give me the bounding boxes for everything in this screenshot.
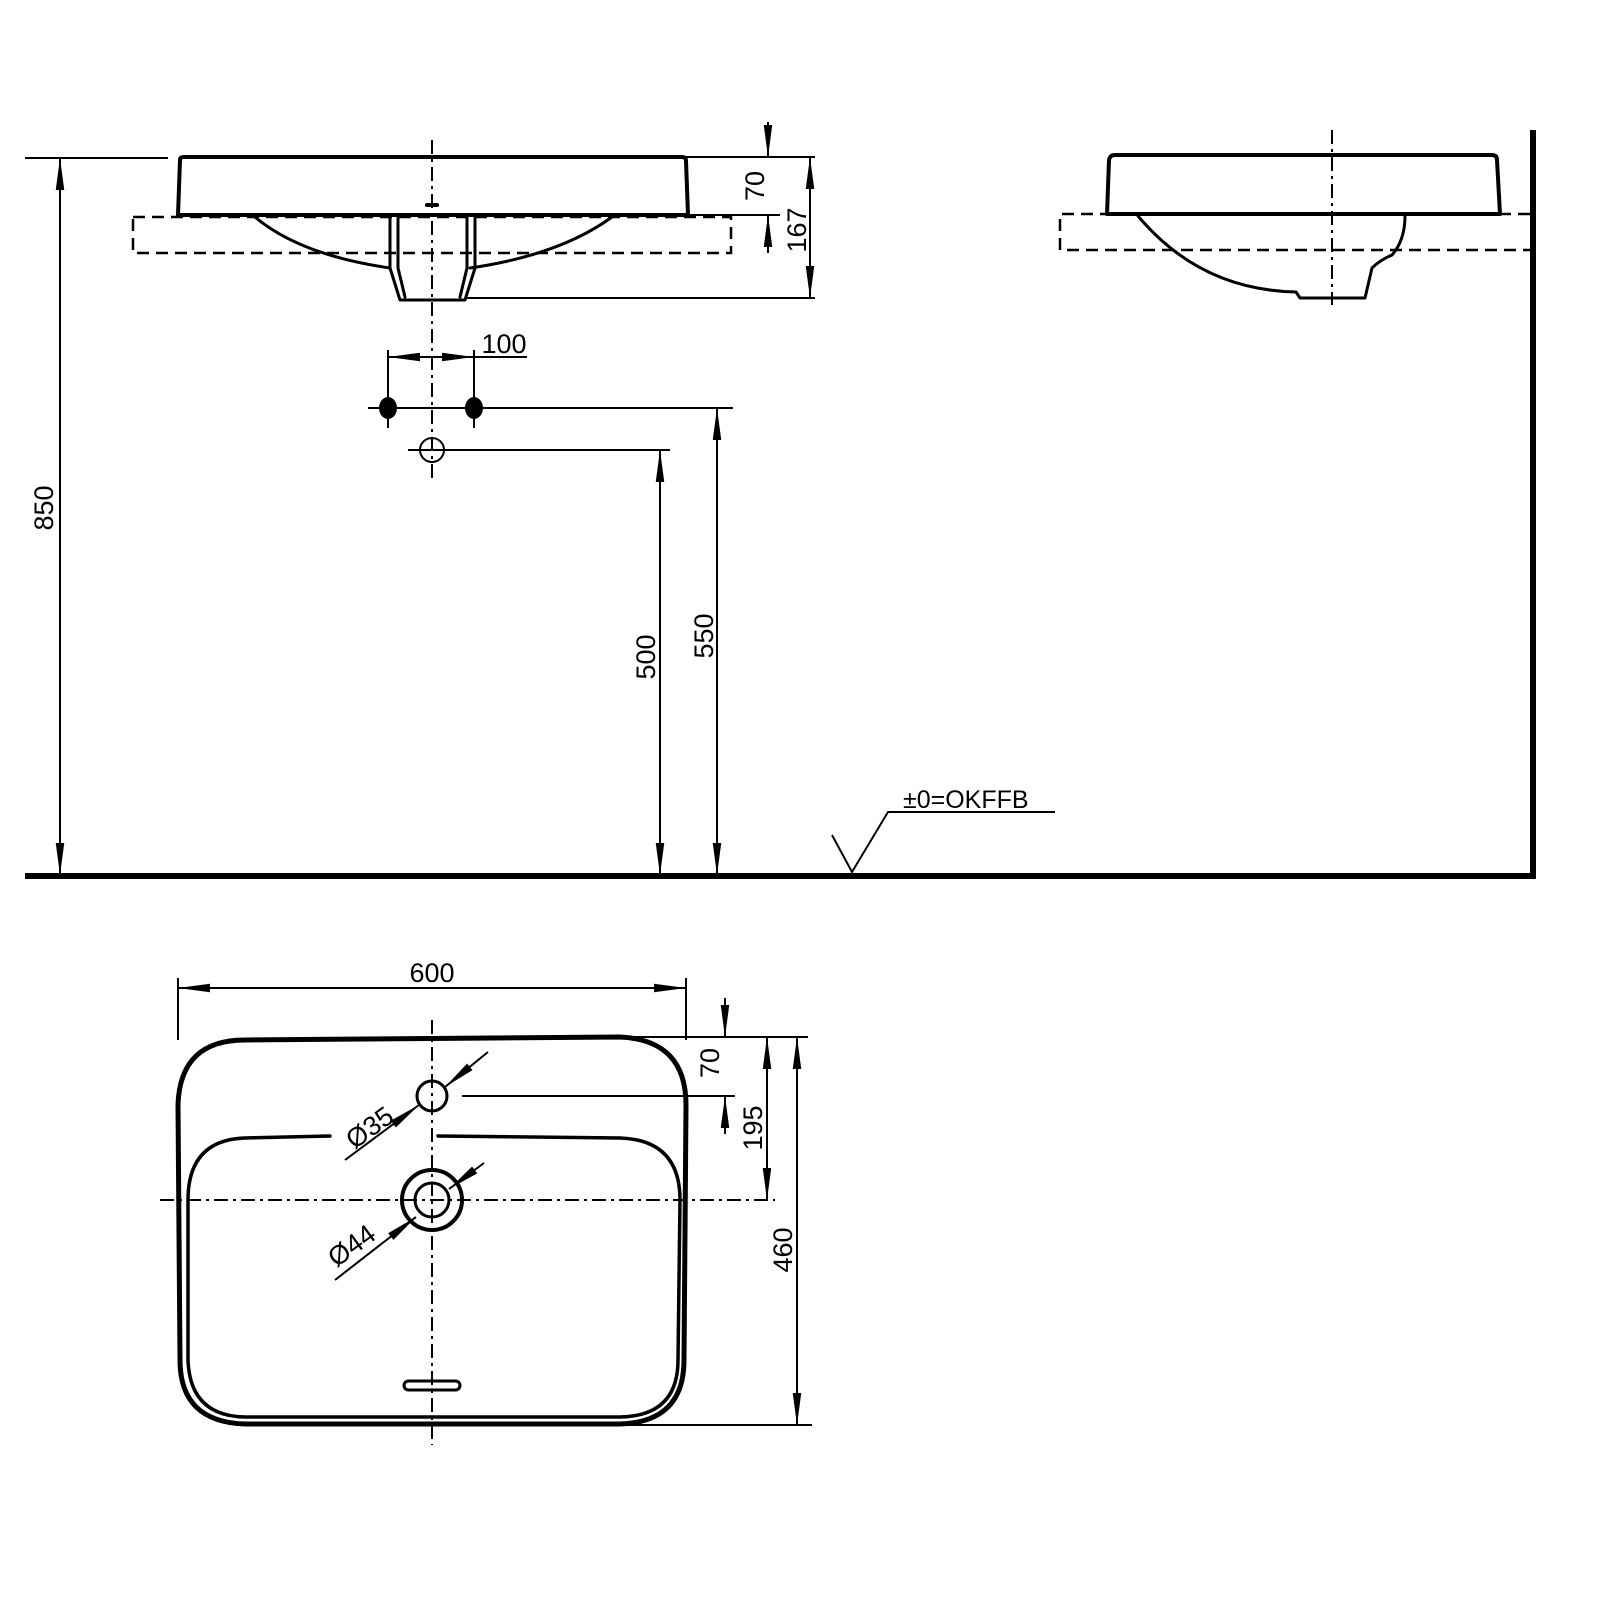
front-elevation: 70 167 850 100 500 550: [25, 122, 815, 875]
supply-point-left: [379, 397, 397, 419]
supply-point-right: [465, 397, 483, 419]
floor-reference-marker: ±0=OKFFB: [831, 786, 1055, 875]
drain-leader: [334, 1216, 417, 1281]
bowl-outline-plan: [186, 1134, 682, 1419]
bowl-profile-side: [1136, 214, 1407, 300]
side-elevation: [1058, 130, 1530, 305]
drain-outer: [400, 1168, 464, 1232]
drain-body: [388, 216, 477, 302]
dim-100-label: 100: [481, 329, 526, 359]
drain-arrow-outer: [448, 1162, 485, 1190]
drain-diameter-label: Ø44: [322, 1219, 381, 1273]
bowl-profile-front: [253, 215, 614, 270]
tap-hole-leader: [344, 1104, 420, 1161]
dim-460-label: 460: [768, 1227, 798, 1272]
basin-rim-side: [1105, 153, 1502, 216]
basin-rim-front: [176, 155, 690, 217]
dim-600-label: 600: [409, 958, 454, 988]
drain-inner: [413, 1181, 451, 1219]
dim-195-label: 195: [738, 1105, 768, 1150]
level-check-symbol: [831, 811, 1055, 875]
floor-reference-label: ±0=OKFFB: [903, 786, 1029, 814]
countertop-outline-side: [1058, 212, 1530, 252]
dim-167-label: 167: [782, 207, 812, 252]
tap-hole-arrow-outer: [444, 1051, 489, 1088]
dim-850-label: 850: [29, 485, 59, 530]
dim-500-label: 500: [631, 634, 661, 679]
overflow-slot: [402, 1379, 462, 1392]
dim-550-label: 550: [689, 613, 719, 658]
plan-view: 600 70 195 460 Ø35 Ø44: [160, 958, 812, 1445]
dim-70-plan-label: 70: [695, 1048, 725, 1078]
dim-70-label: 70: [740, 171, 770, 201]
tap-hole-diameter-label: Ø35: [340, 1101, 399, 1155]
tap-hole: [415, 1079, 449, 1113]
